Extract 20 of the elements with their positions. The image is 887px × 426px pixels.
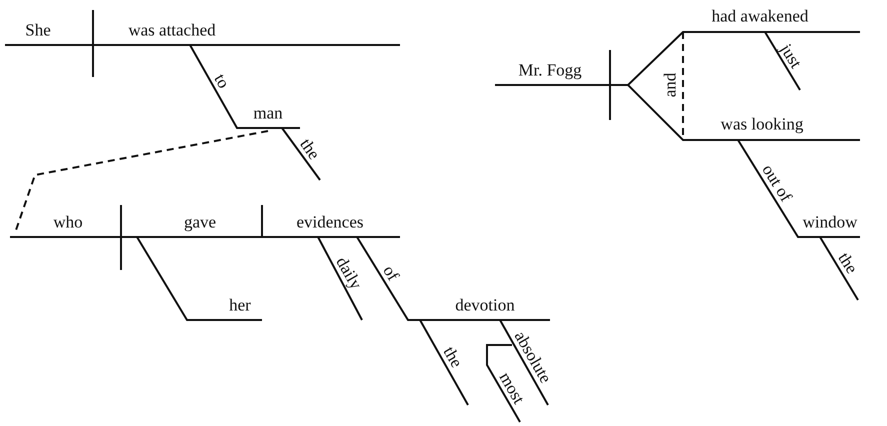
diagram-word: the — [297, 136, 323, 162]
diagram-word: had awakened — [712, 8, 808, 24]
diagram-word: gave — [184, 214, 216, 230]
diagram-word: was looking — [720, 116, 804, 132]
diagram-word: who — [53, 214, 83, 230]
diagram-word: She — [25, 22, 51, 38]
diagram-word: the — [835, 250, 861, 276]
diagram-word: window — [802, 214, 858, 230]
diagram-word: man — [253, 104, 283, 122]
diagram-word: just — [777, 41, 805, 71]
diagram-word: of — [380, 262, 402, 284]
diagram-word: was attached — [128, 22, 216, 38]
diagram-word: devotion — [455, 296, 515, 314]
diagram-word: to — [211, 71, 233, 91]
diagram-word: and — [662, 72, 678, 98]
diagram-word: her — [229, 296, 251, 314]
diagram-word: evidences — [296, 214, 364, 230]
diagram-word: the — [440, 344, 466, 370]
diagram-word: out of — [759, 161, 795, 205]
diagram-word: Mr. Fogg — [518, 62, 582, 78]
